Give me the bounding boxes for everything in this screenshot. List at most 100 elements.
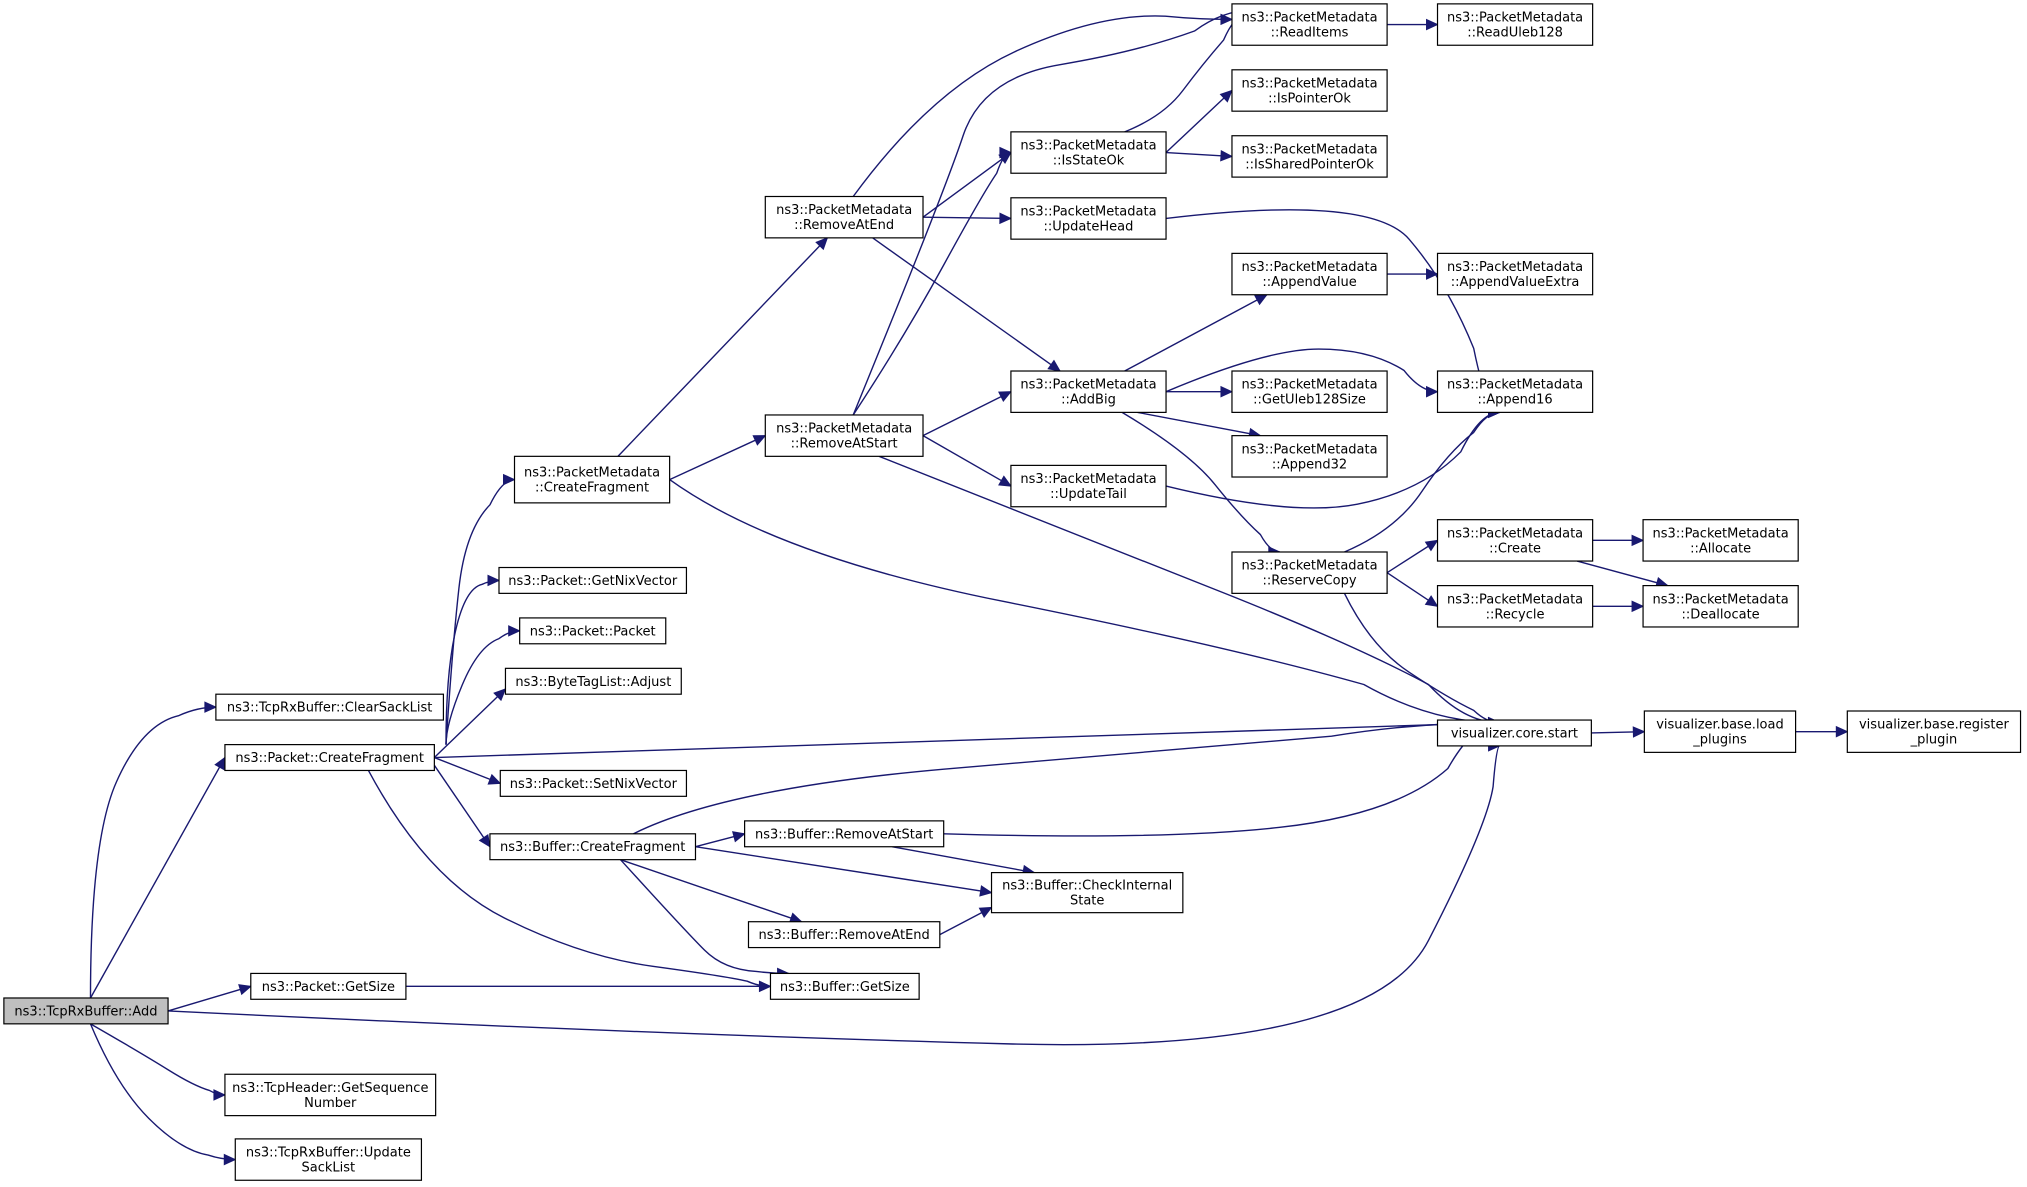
node-label: ns3::Buffer::RemoveAtEnd <box>759 928 930 943</box>
node-pm_create[interactable]: ns3::PacketMetadata::Create <box>1436 519 1594 562</box>
arrowhead-buf_createfrag-to-buf_removeatstart <box>732 831 746 843</box>
arrowhead-pm_readitems-to-pm_readuleb128 <box>1426 18 1439 31</box>
node-pm_deallocate[interactable]: ns3::PacketMetadata::Deallocate <box>1642 585 1799 628</box>
edge-pkt_createfrag-to-buf_createfrag <box>433 764 491 848</box>
node-box <box>250 972 407 1000</box>
node-label: ::Create <box>1489 541 1541 556</box>
node-pkt_getsize[interactable]: ns3::Packet::GetSize <box>250 972 407 1000</box>
arrowhead-pm_isstateok-to-pm_ispointerok <box>1219 89 1233 103</box>
edge-pm_addbig-to-pm_append32 <box>1137 411 1261 437</box>
node-box <box>3 997 169 1025</box>
node-label: ns3::PacketMetadata <box>1020 378 1156 393</box>
node-pm_ispointerok[interactable]: ns3::PacketMetadata::IsPointerOk <box>1231 69 1388 112</box>
node-pkt_getnix[interactable]: ns3::Packet::GetNixVector <box>498 566 688 594</box>
node-pm_allocate[interactable]: ns3::PacketMetadata::Allocate <box>1642 519 1799 562</box>
arrowhead-pm_addbig-to-pm_appendvalue <box>1254 294 1268 306</box>
node-pm_readitems[interactable]: ns3::PacketMetadata::ReadItems <box>1231 3 1388 46</box>
arrowhead-pkt_getsize-to-buf_getsize <box>758 980 772 993</box>
node-clear_sack[interactable]: ns3::TcpRxBuffer::ClearSackList <box>215 693 445 721</box>
node-label: ns3::PacketMetadata <box>1447 526 1583 541</box>
node-pm_readuleb128[interactable]: ns3::PacketMetadata::ReadUleb128 <box>1436 3 1594 46</box>
node-label: visualizer.base.register <box>1859 718 2010 733</box>
node-label: ns3::PacketMetadata <box>1241 142 1377 157</box>
edge-pm_createfrag-to-pm_removeatend <box>617 237 828 457</box>
node-label: ::Allocate <box>1690 541 1751 556</box>
edge-pm_removeatend-to-pm_updatehead <box>922 216 1011 220</box>
arrowhead-pm_removeatstart-to-pm_addbig <box>998 391 1012 403</box>
edge-pm_removeatstart-to-pm_isstateok <box>852 151 1012 416</box>
node-pm_append32[interactable]: ns3::PacketMetadata::Append32 <box>1231 435 1388 478</box>
node-pkt_createfrag[interactable]: ns3::Packet::CreateFragment <box>224 744 435 772</box>
edge-pm_removeatstart-to-vis_core_start <box>878 455 1500 724</box>
node-pm_removeatend[interactable]: ns3::PacketMetadata::RemoveAtEnd <box>764 195 924 239</box>
node-pm_isstateok[interactable]: ns3::PacketMetadata::IsStateOk <box>1010 131 1167 174</box>
node-pm_updatehead[interactable]: ns3::PacketMetadata::UpdateHead <box>1010 197 1167 240</box>
arrowhead-pm_addbig-to-pm_getuleb128size <box>1220 385 1234 398</box>
arrowhead-pm_recycle-to-pm_deallocate <box>1631 600 1645 613</box>
edge-tcprx_add-to-pkt_getsize <box>167 985 251 1012</box>
node-pm_createfrag[interactable]: ns3::PacketMetadata::CreateFragment <box>513 455 671 504</box>
node-pm_removeatstart[interactable]: ns3::PacketMetadata::RemoveAtStart <box>764 414 924 457</box>
node-label: ns3::PacketMetadata <box>1447 260 1583 275</box>
arrowhead-pkt_createfrag-to-pm_createfrag <box>503 473 516 486</box>
node-label: ns3::Packet::SetNixVector <box>510 777 678 792</box>
node-label: ::AppendValue <box>1262 275 1356 290</box>
node-box <box>1010 464 1167 508</box>
node-pkt_packet[interactable]: ns3::Packet::Packet <box>519 617 667 645</box>
node-box <box>1436 370 1594 413</box>
node-pm_appendvalue[interactable]: ns3::PacketMetadata::AppendValue <box>1231 252 1388 296</box>
call-graph-nodes: ns3::TcpRxBuffer::Add ns3::TcpRxBuffer::C… <box>3 3 2022 1181</box>
arrowhead-tcprx_add-to-tcph_getseq <box>213 1089 227 1101</box>
node-pm_append16[interactable]: ns3::PacketMetadata::Append16 <box>1436 370 1594 413</box>
node-pm_updatetail[interactable]: ns3::PacketMetadata::UpdateTail <box>1010 464 1167 508</box>
edge-tcprx_add-to-tcph_getseq <box>90 1023 225 1096</box>
node-pm_reservecopy[interactable]: ns3::PacketMetadata::ReserveCopy <box>1231 551 1388 594</box>
edge-pkt_createfrag-to-btl_adjust <box>433 688 506 759</box>
arrowhead-buf_createfrag-to-buf_checkinternal <box>979 885 993 897</box>
node-buf_removeatend[interactable]: ns3::Buffer::RemoveAtEnd <box>747 921 941 949</box>
node-box <box>990 871 1184 914</box>
node-box <box>224 744 435 772</box>
arrowhead-pm_isstateok-to-pm_issharedpointerok <box>1220 149 1234 162</box>
node-label: ns3::Buffer::GetSize <box>780 980 910 995</box>
node-box <box>1643 710 1797 753</box>
node-label: ns3::TcpRxBuffer::Update <box>246 1146 411 1161</box>
node-label: Number <box>304 1096 357 1111</box>
node-pkt_setnix[interactable]: ns3::Packet::SetNixVector <box>499 769 688 797</box>
edge-pm_updatetail-to-pm_append16 <box>1165 411 1500 509</box>
node-vis_base_register[interactable]: visualizer.base.register_plugin <box>1846 710 2022 753</box>
node-box <box>744 820 945 848</box>
node-buf_removeatstart[interactable]: ns3::Buffer::RemoveAtStart <box>744 820 945 848</box>
node-box <box>1231 135 1388 178</box>
edge-tcprx_add-to-clear_sack <box>89 706 216 998</box>
node-pm_issharedpointerok[interactable]: ns3::PacketMetadata::IsSharedPointerOk <box>1231 135 1388 178</box>
node-label: ns3::Buffer::CreateFragment <box>500 840 685 855</box>
node-box <box>1010 197 1167 240</box>
edge-buf_removeatstart-to-vis_core_start <box>943 721 1500 837</box>
node-box <box>489 833 697 861</box>
node-vis_core_start[interactable]: visualizer.core.start <box>1436 719 1592 747</box>
node-buf_createfrag[interactable]: ns3::Buffer::CreateFragment <box>489 833 697 861</box>
node-label: ns3::PacketMetadata <box>1447 592 1583 607</box>
node-box <box>764 195 924 239</box>
node-pm_addbig[interactable]: ns3::PacketMetadata::AddBig <box>1010 370 1167 413</box>
arrowhead-pm_removeatend-to-pm_readitems <box>1220 13 1234 26</box>
node-buf_getsize[interactable]: ns3::Buffer::GetSize <box>769 972 920 1000</box>
node-pm_getuleb128size[interactable]: ns3::PacketMetadata::GetUleb128Size <box>1231 370 1388 413</box>
node-label: ns3::PacketMetadata <box>1020 139 1156 154</box>
node-box <box>1846 710 2022 753</box>
node-vis_base_load[interactable]: visualizer.base.load_plugins <box>1643 710 1797 753</box>
node-tcprx_add[interactable]: ns3::TcpRxBuffer::Add <box>3 997 169 1025</box>
node-pm_recycle[interactable]: ns3::PacketMetadata::Recycle <box>1436 585 1594 628</box>
node-label: ns3::PacketMetadata <box>524 466 660 481</box>
edge-buf_createfrag-to-buf_checkinternal <box>695 846 992 894</box>
node-label: ::RemoveAtStart <box>791 437 898 452</box>
node-btl_adjust[interactable]: ns3::ByteTagList::Adjust <box>504 667 682 695</box>
node-label: ::GetUleb128Size <box>1253 393 1366 408</box>
arrowhead-pm_removeatend-to-pm_updatehead <box>999 212 1013 225</box>
node-pm_appendvalueextra[interactable]: ns3::PacketMetadata::AppendValueExtra <box>1436 252 1594 296</box>
